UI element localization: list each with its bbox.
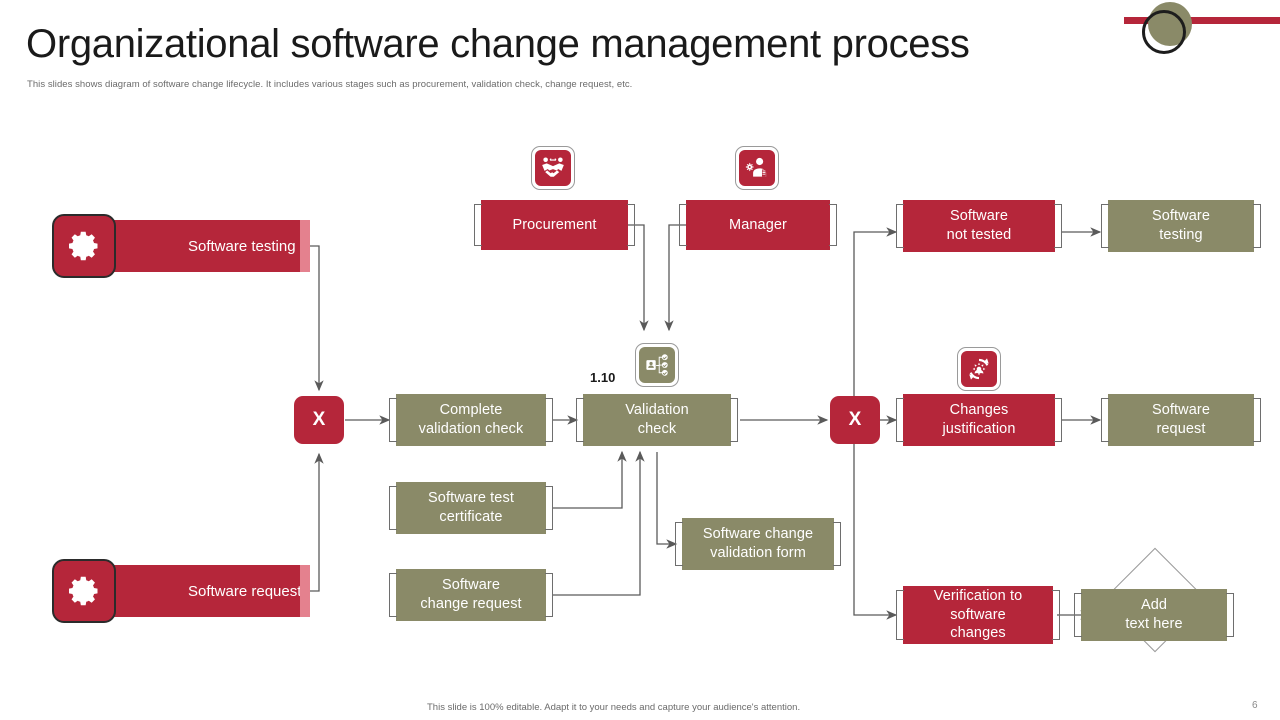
node-validation-check-label: Validation check — [625, 402, 689, 437]
node-software-testing[interactable]: Software testing — [1101, 200, 1261, 256]
page-number: 6 — [1252, 700, 1258, 711]
node-software-change-validation-form[interactable]: Software change validation form — [675, 518, 841, 574]
node-manager-label: Manager — [729, 216, 787, 233]
validation-checklist-icon-tile — [635, 343, 679, 387]
node-manager[interactable]: Manager — [679, 200, 837, 254]
node-add-text-here[interactable]: Add text here — [1074, 589, 1234, 645]
node-software-test-certificate[interactable]: Software test certificate — [389, 482, 553, 538]
node-software-request-output[interactable]: Software request — [1101, 394, 1261, 450]
icon-inner — [639, 347, 675, 383]
banner-software-testing[interactable]: Software testing — [114, 220, 310, 272]
gear-icon — [69, 231, 98, 261]
manager-person-gear-icon-tile — [735, 146, 779, 190]
gear-icon — [69, 576, 98, 606]
change-cycle-gear-icon-tile — [957, 347, 1001, 391]
page-subtitle: This slides shows diagram of software ch… — [27, 79, 633, 90]
node-software-change-request-label: Software change request — [420, 577, 522, 612]
node-software-test-certificate-label: Software test certificate — [428, 490, 514, 525]
node-complete-validation-check[interactable]: Complete validation check — [389, 394, 553, 450]
handshake-procurement-icon-tile — [531, 146, 575, 190]
node-verification-to-software-changes-label: Verification to software changes — [933, 588, 1023, 642]
gateway-x-right-label: X — [848, 409, 862, 430]
icon-inner — [739, 150, 775, 186]
validation-checklist-icon — [646, 354, 668, 376]
icon-inner — [535, 150, 571, 186]
step-number-1-10: 1.10 — [590, 370, 616, 385]
banner-tip — [300, 220, 310, 272]
handshake-procurement-icon — [542, 157, 564, 177]
node-changes-justification[interactable]: Changes justification — [896, 394, 1062, 450]
node-software-not-tested[interactable]: Software not tested — [896, 200, 1062, 256]
node-procurement[interactable]: Procurement — [474, 200, 635, 254]
gateway-x-right[interactable]: X — [830, 396, 880, 444]
decoration-circle-ring — [1142, 10, 1186, 54]
manager-person-gear-icon — [745, 157, 767, 177]
node-software-testing-label: Software testing — [1151, 208, 1211, 243]
decoration-bar — [1124, 17, 1280, 24]
node-add-text-here-label: Add text here — [1125, 597, 1183, 632]
gateway-x-left[interactable]: X — [294, 396, 344, 444]
node-software-not-tested-label: Software not tested — [946, 208, 1012, 243]
gateway-x-left-label: X — [312, 409, 326, 430]
banner-software-request[interactable]: Software request — [114, 565, 310, 617]
node-complete-validation-check-label: Complete validation check — [418, 402, 524, 437]
gear-icon-badge-testing — [52, 214, 116, 278]
icon-inner — [961, 351, 997, 387]
node-software-request-output-label: Software request — [1151, 402, 1211, 437]
footer-note: This slide is 100% editable. Adapt it to… — [427, 702, 801, 713]
gear-icon-badge-request — [52, 559, 116, 623]
banner-software-testing-label: Software testing — [188, 237, 296, 255]
node-validation-check[interactable]: Validation check — [576, 394, 738, 450]
node-changes-justification-label: Changes justification — [942, 402, 1016, 437]
node-procurement-label: Procurement — [512, 216, 597, 233]
node-software-change-request[interactable]: Software change request — [389, 569, 553, 625]
change-cycle-gear-icon — [969, 358, 989, 380]
banner-tip — [300, 565, 310, 617]
node-verification-to-software-changes[interactable]: Verification to software changes — [896, 586, 1060, 648]
page-title: Organizational software change managemen… — [26, 22, 970, 66]
node-software-change-validation-form-label: Software change validation form — [702, 526, 814, 561]
banner-software-request-label: Software request — [188, 582, 302, 600]
